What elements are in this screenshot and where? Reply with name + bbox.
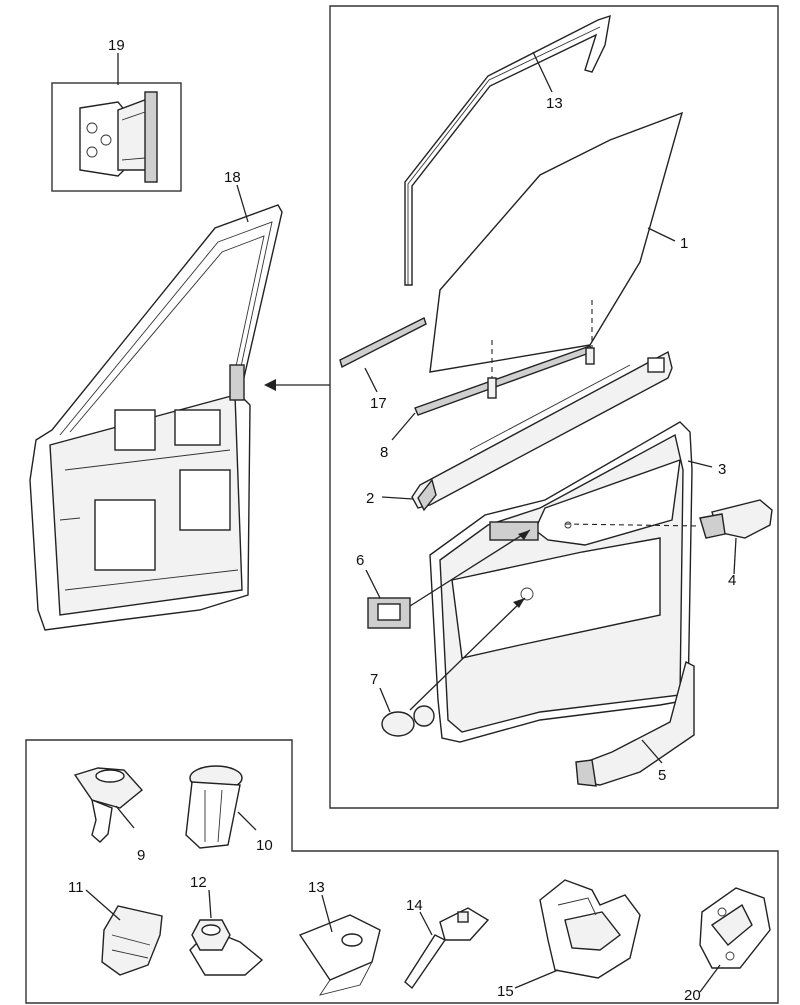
part-3-door-trim-panel xyxy=(429,421,693,743)
callout-8: 8 xyxy=(380,444,388,461)
callout-12: 12 xyxy=(190,874,207,891)
callout-7: 7 xyxy=(370,671,378,688)
part-19-door-hinge xyxy=(79,91,158,183)
callout-10: 10 xyxy=(256,837,273,854)
part-17-outer-belt-molding xyxy=(339,317,427,369)
hinge-inset-box xyxy=(51,82,182,192)
fasteners-box xyxy=(25,739,779,1004)
part-6-inside-door-handle xyxy=(367,597,411,629)
part-12-speed-nut xyxy=(189,919,264,976)
callout-20: 20 xyxy=(684,987,701,1004)
callout-3: 3 xyxy=(718,461,726,478)
part-11-fastener-clip xyxy=(101,905,163,976)
part-18-door-shell xyxy=(29,204,283,631)
callout-9: 9 xyxy=(137,847,145,864)
part-9-push-clip xyxy=(73,767,144,843)
callout-13-top: 13 xyxy=(546,95,563,112)
callout-13-bottom: 13 xyxy=(308,879,325,896)
part-20-door-striker xyxy=(699,887,771,969)
callout-5: 5 xyxy=(658,767,666,784)
part-5-lower-armrest xyxy=(575,660,695,787)
callout-1: 1 xyxy=(680,235,688,252)
callout-2: 2 xyxy=(366,490,374,507)
callout-6: 6 xyxy=(356,552,364,569)
part-8-glass-channel xyxy=(414,345,595,416)
callout-4: 4 xyxy=(728,572,736,589)
part-14-spring-clip xyxy=(404,907,490,990)
callout-17: 17 xyxy=(370,395,387,412)
part-13-glass-run-channel xyxy=(404,14,611,286)
part-1-door-glass xyxy=(429,111,684,390)
part-4-door-pull-handle xyxy=(699,499,773,539)
callout-15: 15 xyxy=(497,983,514,1000)
callout-19: 19 xyxy=(108,37,125,54)
callout-18: 18 xyxy=(224,169,241,186)
callout-11: 11 xyxy=(68,879,84,896)
part-7-window-handle-knob xyxy=(381,705,435,737)
part-15-door-retainer xyxy=(539,879,641,979)
part-10-trim-grommet xyxy=(185,765,243,849)
assembly-arrow-head xyxy=(264,379,276,391)
callout-14: 14 xyxy=(406,897,423,914)
part-13-u-nut xyxy=(298,914,381,996)
door-trim-panel-box xyxy=(329,5,779,809)
